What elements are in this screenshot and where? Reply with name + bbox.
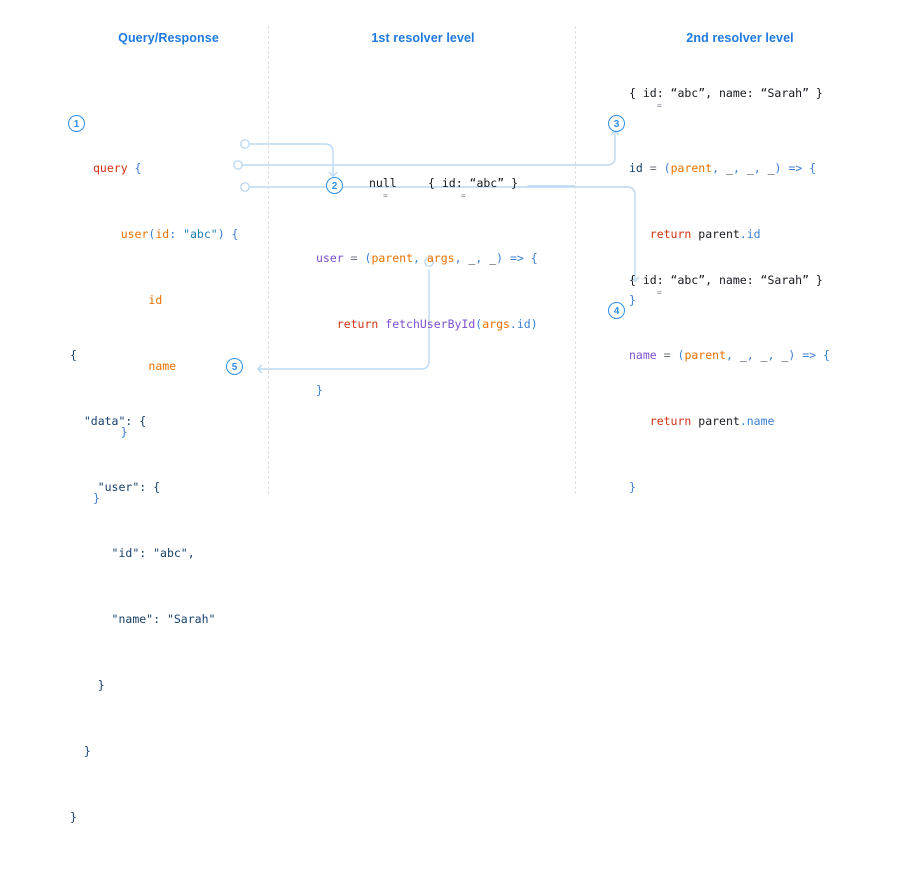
step-4-badge[interactable]: 4 <box>608 302 625 319</box>
query-line-4: } <box>120 425 128 439</box>
name-resolver-line-1: return parent.name <box>649 414 775 428</box>
id-resolver-line-0: id = (parent, _, _, _) => { <box>629 161 817 175</box>
user-resolver-block: user = (parent, args, _, _) => { return … <box>316 203 538 445</box>
port-user-return <box>424 257 434 267</box>
user-resolver-parent-eqmark: = <box>383 191 388 200</box>
query-line-2: id <box>148 293 163 307</box>
name-resolver-line-2: } <box>629 480 636 494</box>
step-3-badge[interactable]: 3 <box>608 115 625 132</box>
column-header-second-resolver: 2nd resolver level <box>686 31 794 45</box>
step-2-badge[interactable]: 2 <box>326 177 343 194</box>
id-resolver-eqmark: = <box>657 101 662 110</box>
user-resolver-line-1: return fetchUserById(args.id) <box>336 317 538 331</box>
user-resolver-line-2: } <box>316 383 323 397</box>
response-line-2: "user": { <box>97 480 161 494</box>
response-line-5: } <box>97 678 105 692</box>
wire-user-to-resolver <box>244 143 333 176</box>
user-resolver-args-value: { id: “abc” } <box>428 176 519 190</box>
response-line-3: "id": "abc", <box>111 546 195 560</box>
response-line-1: "data": { <box>83 414 147 428</box>
response-line-6: } <box>83 744 91 758</box>
id-resolver-parent-value: { id: “abc”, name: “Sarah” } <box>629 86 823 100</box>
user-resolver-parent-value: null <box>369 176 397 190</box>
divider-1 <box>268 26 269 494</box>
port-id <box>233 160 243 170</box>
id-resolver-line-1: return parent.id <box>649 227 761 241</box>
wire-to-id-resolver <box>574 131 615 166</box>
diagram-canvas: Query/Response 1st resolver level 2nd re… <box>68 0 900 824</box>
user-resolver-args-eqmark: = <box>461 191 466 200</box>
query-line-3: name <box>148 359 177 373</box>
divider-2 <box>575 26 576 494</box>
port-name <box>240 182 250 192</box>
id-resolver-block: id = (parent, _, _, _) => { return paren… <box>629 113 816 355</box>
user-resolver-line-0: user = (parent, args, _, _) => { <box>316 251 538 265</box>
port-user <box>240 139 250 149</box>
graphql-query-block: query { user(id: "abc") { id name } } <box>93 113 238 553</box>
query-line-5: } <box>93 491 100 505</box>
step-5-badge[interactable]: 5 <box>226 358 243 375</box>
wire-return-to-response <box>258 269 430 369</box>
name-resolver-parent-value: { id: “abc”, name: “Sarah” } <box>629 273 823 287</box>
name-resolver-line-0: name = (parent, _, _, _) => { <box>629 348 830 362</box>
column-header-first-resolver: 1st resolver level <box>371 31 475 45</box>
column-header-query-response: Query/Response <box>118 31 219 45</box>
wire-to-name-resolver <box>574 186 635 281</box>
connector-wires <box>233 0 900 519</box>
response-line-0: { <box>70 348 77 362</box>
step-1-badge[interactable]: 1 <box>68 115 85 132</box>
name-resolver-block: name = (parent, _, _, _) => { return par… <box>629 300 830 542</box>
query-line-0: query { <box>93 161 142 175</box>
response-line-7: } <box>70 810 77 824</box>
id-resolver-line-2: } <box>629 293 636 307</box>
name-resolver-eqmark: = <box>657 288 662 297</box>
graphql-response-block: { "data": { "user": { "id": "abc", "name… <box>70 300 215 872</box>
query-line-1: user(id: "abc") { <box>120 227 239 241</box>
response-line-4: "name": "Sarah" <box>111 612 216 626</box>
